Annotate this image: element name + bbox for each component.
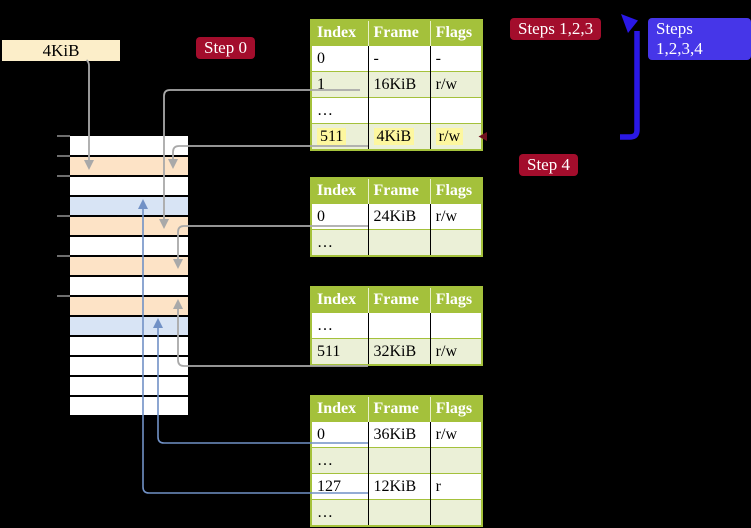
frame-cell: 4KiB [367,123,431,150]
recursive-loop-arrowhead-icon [621,14,638,33]
index-cell: … [311,229,368,256]
frame-cell: - [367,45,431,72]
table-row-highlighted: 511 4KiB r/w [311,123,482,150]
memory-frame-row [70,155,188,175]
column-header: Index [311,396,368,422]
table-row: … [311,312,482,339]
column-header: Index [311,178,368,204]
index-cell: 0 [311,421,368,448]
table-header-row: Index Frame Flags [311,20,482,46]
highlight: 511 [317,128,347,145]
steps-1-2-3-4-tag: Steps 1,2,3,4 [648,18,751,60]
column-header: Flags [429,396,482,422]
table-header-row: Index Frame Flags [311,178,482,204]
table-header-row: Index Frame Flags [311,396,482,422]
table-row: 0 24KiB r/w [311,203,482,230]
index-cell: 511 [311,123,368,150]
index-cell: 1 [311,71,368,98]
flags-cell: r/w [429,123,482,150]
frame-cell [367,499,431,526]
memory-frame-row [70,235,188,255]
frame-cell [367,229,431,256]
flags-cell [429,312,482,339]
index-cell: 127 [311,473,368,500]
flags-cell: r/w [429,203,482,230]
column-header: Flags [429,20,482,46]
table-row: 0 36KiB r/w [311,421,482,448]
index-cell: … [311,312,368,339]
frame-tick-marks [57,135,70,297]
memory-frame-row [70,215,188,235]
flags-cell: r/w [429,421,482,448]
table-header-row: Index Frame Flags [311,287,482,313]
index-cell: … [311,447,368,474]
physical-memory-column [70,136,188,415]
index-cell: … [311,97,368,124]
flags-cell: r/w [429,338,482,365]
page-size-label: 4KiB [2,40,120,61]
page-table-level4: Index Frame Flags 0 - - 1 16KiB r/w … 51… [310,19,483,151]
flags-cell [429,499,482,526]
flags-cell: r/w [429,71,482,98]
memory-frame-row [70,255,188,275]
frame-cell [367,97,431,124]
page-table-level1: Index Frame Flags 0 36KiB r/w … 127 12Ki… [310,395,483,527]
memory-frame-row [70,136,188,155]
memory-frame-row [70,335,188,355]
table-row: 511 32KiB r/w [311,338,482,365]
memory-frame-row [70,195,188,215]
table-row: … [311,447,482,474]
column-header: Index [311,20,368,46]
index-cell: 0 [311,45,368,72]
step-4-tag: Step 4 [519,154,578,176]
memory-frame-row [70,275,188,295]
frame-cell [367,447,431,474]
highlight: 4KiB [373,128,415,145]
table-row: … [311,97,482,124]
flags-cell [429,97,482,124]
column-header: Frame [367,20,431,46]
memory-frame-row [70,355,188,375]
page-table-level3: Index Frame Flags 0 24KiB r/w … [310,177,483,257]
column-header: Frame [367,396,431,422]
table-row: 1 16KiB r/w [311,71,482,98]
flags-cell: r [429,473,482,500]
index-cell: 0 [311,203,368,230]
step-0-tag: Step 0 [196,37,255,59]
memory-frame-row [70,295,188,315]
column-header: Flags [429,287,482,313]
table-row: … [311,229,482,256]
flags-cell [429,447,482,474]
highlight: r/w [435,128,463,145]
frame-cell: 24KiB [367,203,431,230]
column-header: Frame [367,287,431,313]
column-header: Index [311,287,368,313]
frame-cell: 36KiB [367,421,431,448]
memory-frame-row [70,395,188,415]
table-row: 127 12KiB r [311,473,482,500]
steps-1-2-3-tag: Steps 1,2,3 [510,18,602,40]
table-row: … [311,499,482,526]
column-header: Flags [429,178,482,204]
column-header: Frame [367,178,431,204]
frame-cell: 32KiB [367,338,431,365]
frame-cell: 12KiB [367,473,431,500]
memory-frame-row [70,375,188,395]
flags-cell [429,229,482,256]
frame-cell: 16KiB [367,71,431,98]
memory-frame-row [70,175,188,195]
index-cell: … [311,499,368,526]
flags-cell: - [429,45,482,72]
page-table-level2: Index Frame Flags … 511 32KiB r/w [310,286,483,366]
index-cell: 511 [311,338,368,365]
memory-frame-row [70,315,188,335]
frame-cell [367,312,431,339]
recursive-loop-arrow [620,31,640,140]
table-row: 0 - - [311,45,482,72]
